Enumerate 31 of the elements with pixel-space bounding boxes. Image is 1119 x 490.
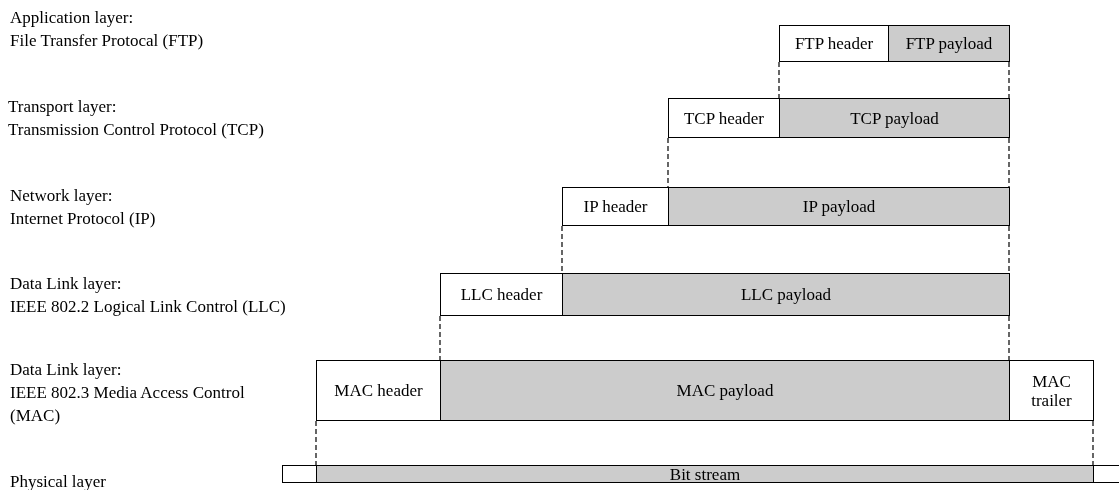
layer-label: IEEE 802.3 Media Access Control (MAC)	[10, 382, 245, 427]
layer-label: Transmission Control Protocol (TCP)	[8, 119, 264, 141]
layer-label: Internet Protocol (IP)	[10, 208, 156, 230]
dashed-projection-line	[1092, 420, 1094, 466]
payload-box: IP payload	[668, 187, 1010, 226]
payload-box: TCP payload	[779, 98, 1010, 138]
dashed-projection-line	[1008, 225, 1010, 274]
layer-label: Transport layer:	[8, 96, 117, 118]
dashed-projection-line	[315, 420, 317, 466]
dashed-projection-line	[561, 225, 563, 274]
layer-label: IEEE 802.2 Logical Link Control (LLC)	[10, 296, 286, 318]
dashed-projection-line	[439, 315, 441, 361]
layer-label: Data Link layer:	[10, 273, 122, 295]
header-box: MAC header	[316, 360, 441, 421]
payload-box: FTP payload	[888, 25, 1010, 62]
dashed-projection-line	[1008, 61, 1010, 99]
payload-box: LLC payload	[562, 273, 1010, 316]
payload-box: MAC payload	[440, 360, 1010, 421]
dashed-projection-line	[778, 61, 780, 99]
header-box: TCP header	[668, 98, 780, 138]
trailer-box: MAC trailer	[1009, 360, 1094, 421]
header-box: IP header	[562, 187, 669, 226]
layer-label: Physical layer	[10, 471, 106, 490]
dashed-projection-line	[1008, 315, 1010, 361]
layer-label: File Transfer Protocal (FTP)	[10, 30, 204, 52]
layer-label: Application layer:	[10, 7, 134, 29]
layer-label: Network layer:	[10, 185, 113, 207]
bit-stream-bar: Bit stream	[316, 465, 1094, 483]
layer-label: Data Link layer:	[10, 359, 122, 381]
header-box: FTP header	[779, 25, 889, 62]
header-box: LLC header	[440, 273, 563, 316]
